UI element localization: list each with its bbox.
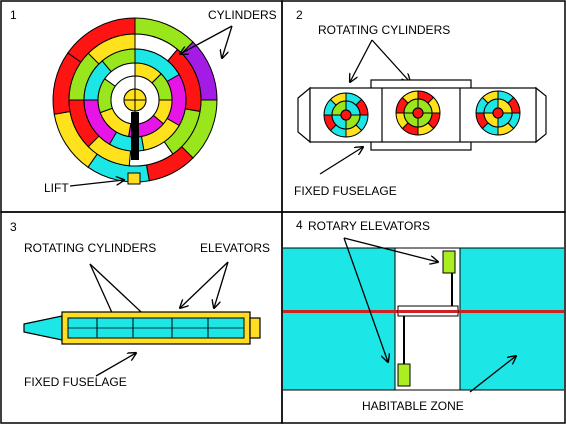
cylinders-label: CYLINDERS <box>208 8 277 22</box>
elevators-arrow-2 <box>214 261 229 308</box>
fixed-fuselage-label-3: FIXED FUSELAGE <box>24 375 127 389</box>
rotating-cylinder-right <box>475 90 521 136</box>
panel-2-number: 2 <box>296 8 303 22</box>
fixed-fuselage-arrow-2 <box>319 147 363 175</box>
panel-3: 3 ROTATING CYLINDERS ELEVATORS FIXED FUS… <box>0 211 283 424</box>
lift-car <box>127 172 141 185</box>
fuselage-tail <box>535 86 547 144</box>
fuselage-nose <box>297 86 311 144</box>
panel-1: 1 CYLINDERS LIFT <box>0 0 283 213</box>
rotating-cylinders-label-3: ROTATING CYLINDERS <box>24 241 156 255</box>
elevators-label: ELEVATORS <box>200 241 270 255</box>
lift-arrow <box>69 180 124 187</box>
panel-4-frame <box>281 211 566 424</box>
rotating-cylinder-left <box>323 92 369 138</box>
rotating-cylinder-middle <box>395 90 441 136</box>
rotary-elevator-bottom <box>397 363 411 387</box>
cylinders-arrow-1 <box>180 25 233 54</box>
panel-2: 2 ROTATING CYLINDERS FIXED FUSELAGE <box>281 0 566 213</box>
habitable-arrow <box>469 356 516 393</box>
rotary-arrow-2 <box>343 237 438 262</box>
panel-4: 4 ROTARY ELEVATORS HABITABLE ZONE <box>281 211 566 424</box>
mini1-core <box>340 109 352 121</box>
rotary-arrow-1 <box>343 237 388 362</box>
mini3-core <box>492 107 504 119</box>
cylinders-arrow-2 <box>222 25 233 58</box>
habitable-zone-right <box>460 248 564 390</box>
rotating-arrow-2b <box>371 39 410 82</box>
rotating-cylinders-label-2: ROTATING CYLINDERS <box>318 23 450 37</box>
habitable-zone-label: HABITABLE ZONE <box>362 399 464 413</box>
fixed-fuselage-arrow-3 <box>95 353 136 377</box>
lift-shaft <box>131 112 139 160</box>
mini2-core <box>412 107 424 119</box>
panel-1-number: 1 <box>10 8 17 22</box>
rotating-arrow-2a <box>350 39 373 82</box>
elevators-arrow-1 <box>180 261 229 308</box>
fuselage-tail-3 <box>249 317 261 339</box>
panel-4-number: 4 <box>296 218 303 232</box>
habitable-zone-left <box>283 248 395 390</box>
axis-hub-core <box>398 310 458 313</box>
fuselage-nose-3 <box>23 315 63 341</box>
lift-label: LIFT <box>44 181 69 195</box>
cylinder-wheel <box>52 17 218 183</box>
rotary-elevators-label: ROTARY ELEVATORS <box>308 219 430 233</box>
fixed-fuselage-label-2: FIXED FUSELAGE <box>294 184 397 198</box>
rotary-elevator-top <box>442 250 456 274</box>
panel-3-number: 3 <box>10 220 17 234</box>
